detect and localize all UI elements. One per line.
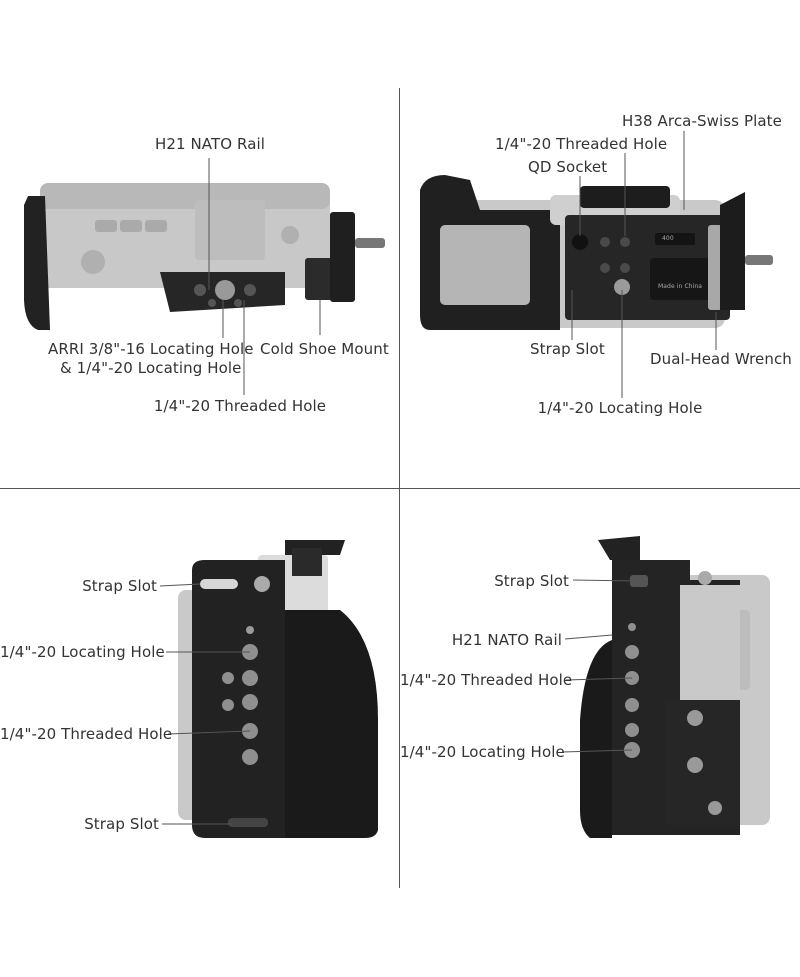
plate-number-text: 400 (662, 235, 674, 242)
label-top-right-qd-socket: QD Socket (528, 158, 608, 176)
label-top-left-threaded-hole: 1/4"-20 Threaded Hole (153, 397, 327, 415)
label-bottom-left-strap-slot-bottom: Strap Slot (84, 815, 159, 833)
left-side-camera-cage-illustration (159, 540, 378, 838)
label-top-right-wrench: Dual-Head Wrench (650, 350, 792, 368)
top-view-camera-cage-illustration (24, 158, 385, 395)
plate-marking-text: Made in China (658, 283, 703, 290)
label-bottom-right-nato-rail: H21 NATO Rail (451, 631, 562, 649)
label-top-right-locating-hole: 1/4"-20 Locating Hole (537, 399, 703, 417)
label-bottom-left-locating-hole: 1/4"-20 Locating Hole (0, 643, 165, 661)
label-bottom-right-locating-hole: 1/4"-20 Locating Hole (400, 743, 565, 761)
bottom-view-camera-cage-illustration (420, 131, 773, 398)
label-top-left-arri-hole-line2: & 1/4"-20 Locating Hole (60, 359, 242, 377)
label-top-right-threaded-hole: 1/4"-20 Threaded Hole (495, 135, 668, 153)
label-bottom-left-threaded-hole: 1/4"-20 Threaded Hole (0, 725, 173, 743)
label-bottom-right-threaded-hole: 1/4"-20 Threaded Hole (400, 671, 573, 689)
label-bottom-left-strap-slot-top: Strap Slot (82, 577, 157, 595)
label-top-right-strap-slot: Strap Slot (530, 340, 605, 358)
label-bottom-right-strap-slot: Strap Slot (494, 572, 569, 590)
horizontal-divider (0, 488, 800, 489)
label-top-left-cold-shoe: Cold Shoe Mount (260, 340, 389, 358)
label-top-left-arri-hole-line1: ARRI 3/8"-16 Locating Hole (48, 340, 254, 358)
label-top-left-nato-rail: H21 NATO Rail (154, 135, 266, 153)
label-top-right-arca-plate: H38 Arca-Swiss Plate (622, 112, 782, 130)
